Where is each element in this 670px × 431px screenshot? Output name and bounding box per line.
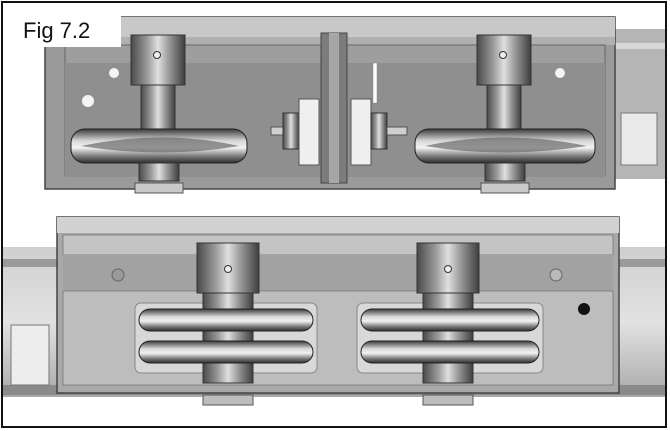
- bottom-black-hole: [578, 303, 590, 315]
- bottom-left-rollers: [138, 308, 314, 364]
- top-carriage-assembly: [44, 16, 665, 194]
- bottom-rail-end-slot: [10, 324, 50, 386]
- bottom-right-bolt: [416, 242, 480, 406]
- bottom-right-rollers: [360, 308, 540, 364]
- top-right-roller: [414, 128, 596, 194]
- top-hole-2: [82, 95, 94, 107]
- top-right-bolt: [476, 34, 532, 130]
- top-center-clips: [270, 62, 408, 166]
- bottom-left-bolt: [196, 242, 260, 406]
- bottom-carriage-assembly: [3, 216, 665, 406]
- top-hole-3: [555, 68, 565, 78]
- figure-label: Fig 7.2: [15, 15, 121, 47]
- diagram-canvas: [3, 16, 665, 406]
- bottom-hole-right: [549, 268, 563, 282]
- bottom-hole-left: [111, 268, 125, 282]
- top-rail-end-slot: [620, 112, 658, 166]
- top-left-bolt: [130, 34, 186, 130]
- top-hole-1: [109, 68, 119, 78]
- top-left-roller: [70, 128, 248, 194]
